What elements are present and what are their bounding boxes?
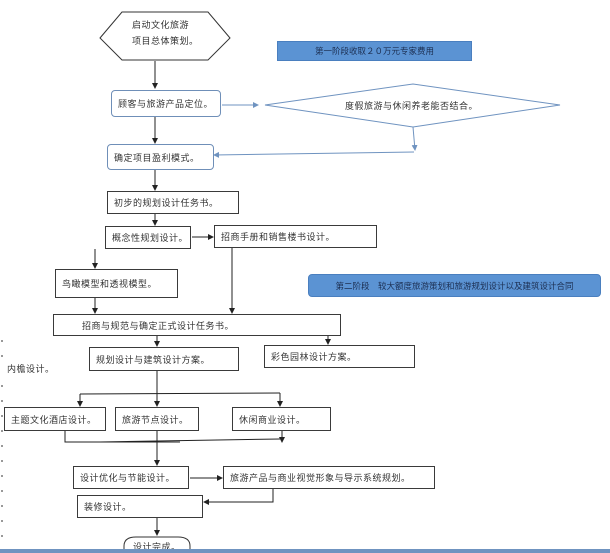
bottom-edge-bar [0, 549, 610, 553]
step-concept-planning: 概念性规划设计。 [105, 226, 191, 249]
step-visual-identity: 旅游产品与商业视觉形象与导示系统规划。 [223, 466, 435, 489]
phase1-banner: 第一阶段收取２０万元专家费用 [277, 41, 472, 61]
merge-theme-hotel [64, 431, 180, 443]
merge-horizontal [99, 438, 281, 443]
step-formal-task: 招商与规范与确定正式设计任务书。 [53, 314, 341, 336]
complete-text: 设计完成。 [133, 543, 181, 553]
step-color-landscape: 彩色园林设计方案。 [264, 345, 415, 368]
start-node-line1: 启动文化旅游 [132, 21, 190, 31]
step-optimization: 设计优化与节能设计。 [73, 466, 189, 489]
step-planning-architecture: 规划设计与建筑设计方案。 [89, 347, 239, 371]
arrow-visual-to-decoration [203, 489, 274, 505]
arrow-decision-to-profit [213, 151, 415, 158]
step-preliminary-task: 初步的规划设计任务书。 [107, 191, 239, 214]
step-leisure-commerce: 休闲商业设计。 [232, 407, 331, 431]
phase2-banner: 第二阶段 较大额度旅游策划和旅游规划设计以及建筑设计合同 [308, 274, 601, 297]
branch-horizontal [79, 392, 281, 395]
step-investment-brochure: 招商手册和销售楼书设计。 [214, 225, 377, 248]
step-theme-hotel: 主题文化酒店设计。 [4, 407, 106, 431]
arrow-decision-down [411, 126, 418, 151]
decision-diamond [264, 83, 561, 128]
step-profit-model: 确定项目盈利模式。 [107, 144, 214, 170]
step-tourism-node: 旅游节点设计。 [115, 407, 199, 431]
step-decoration: 装修设计。 [77, 495, 203, 518]
start-node-line2: 项目总体策划。 [132, 37, 199, 47]
start-hexagon [99, 11, 231, 61]
decision-text: 度假旅游与休闲养老能否结合。 [345, 102, 479, 112]
interior-design-label: 内檐设计。 [7, 365, 55, 375]
step-customer-positioning: 顾客与旅游产品定位。 [111, 90, 221, 117]
step-aerial-model: 鸟瞰模型和透视模型。 [55, 269, 178, 298]
